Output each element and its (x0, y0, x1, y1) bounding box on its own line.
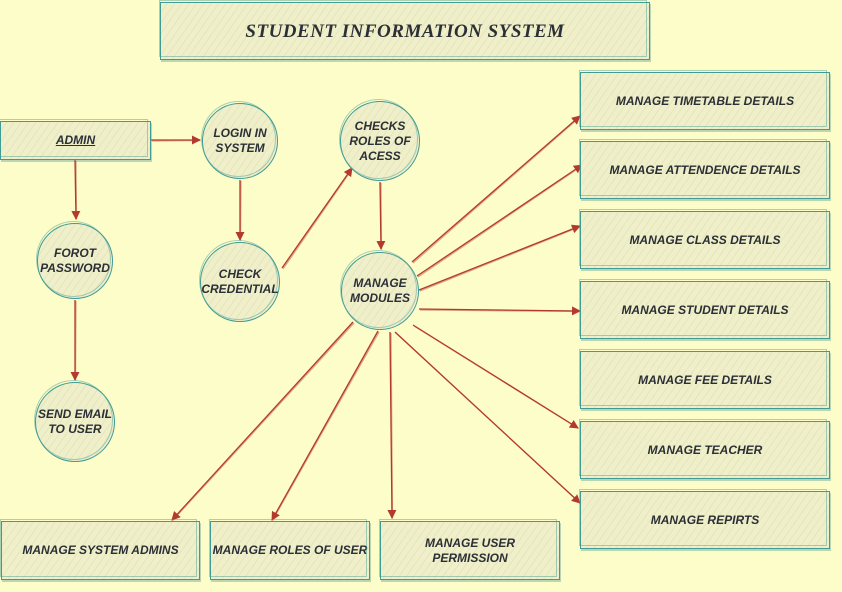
login-node: LOGIN IN SYSTEM (201, 101, 278, 179)
edge-modules-system-admins-sketch (172, 322, 355, 521)
edge-modules-class-sketch (419, 225, 581, 292)
module-fee: MANAGE FEE DETAILS (579, 349, 830, 409)
edge-forgot-email-sketch (74, 300, 77, 381)
checks-roles-node: CHECKS ROLES OF ACESS (339, 99, 420, 181)
edge-modules-roles-sketch (271, 331, 380, 521)
check-credential-node: CHECK CREDENTIAL (199, 240, 280, 322)
module-reports: MANAGE REPIRTS (579, 489, 830, 549)
module-student: MANAGE STUDENT DETAILS (579, 279, 830, 339)
edge-login-credential-sketch (239, 180, 242, 241)
module-teacher: MANAGE TEACHER (579, 419, 830, 479)
module-system-admins: MANAGE SYSTEM ADMINS (0, 519, 200, 580)
edge-modules-teacher-sketch (413, 325, 579, 430)
edge-modules-timetable (411, 115, 581, 263)
send-email-node: SEND EMAIL TO USER (34, 380, 115, 462)
edge-modules-timetable-sketch (412, 116, 581, 264)
edge-modules-roles (271, 330, 379, 521)
edge-modules-system-admins (171, 321, 354, 521)
edge-admin-login-sketch (151, 139, 201, 142)
manage-modules-node: MANAGE MODULES (340, 250, 419, 330)
edge-checks-modules (376, 181, 386, 250)
edge-modules-class (418, 224, 581, 291)
edge-modules-student-sketch (419, 309, 581, 313)
module-attendence: MANAGE ATTENDENCE DETAILS (579, 139, 830, 199)
edge-credential-checks-sketch (282, 168, 354, 270)
edge-modules-permission-sketch (390, 332, 394, 519)
module-class: MANAGE CLASS DETAILS (579, 209, 830, 269)
edge-modules-reports-sketch (395, 332, 581, 504)
edge-modules-student (418, 306, 581, 316)
module-user-permission: MANAGE USER PERMISSION (379, 519, 560, 580)
edge-modules-attendence-sketch (417, 164, 583, 278)
edge-admin-forgot-sketch (75, 160, 78, 220)
module-roles-of-user: MANAGE ROLES OF USER (209, 519, 370, 580)
diagram-title: STUDENT INFORMATION SYSTEM (159, 0, 650, 60)
edge-modules-permission (387, 331, 397, 519)
module-timetable: MANAGE TIMETABLE DETAILS (579, 70, 830, 130)
edge-checks-modules-sketch (380, 182, 383, 250)
edge-modules-reports (394, 331, 581, 504)
edge-modules-attendence (416, 164, 583, 277)
admin-node: ADMIN (0, 119, 151, 160)
edge-modules-teacher (412, 324, 579, 429)
edge-admin-forgot (71, 159, 81, 220)
edge-credential-checks (281, 167, 353, 269)
forgot-password-node: FOROT PASSWORD (36, 221, 113, 299)
